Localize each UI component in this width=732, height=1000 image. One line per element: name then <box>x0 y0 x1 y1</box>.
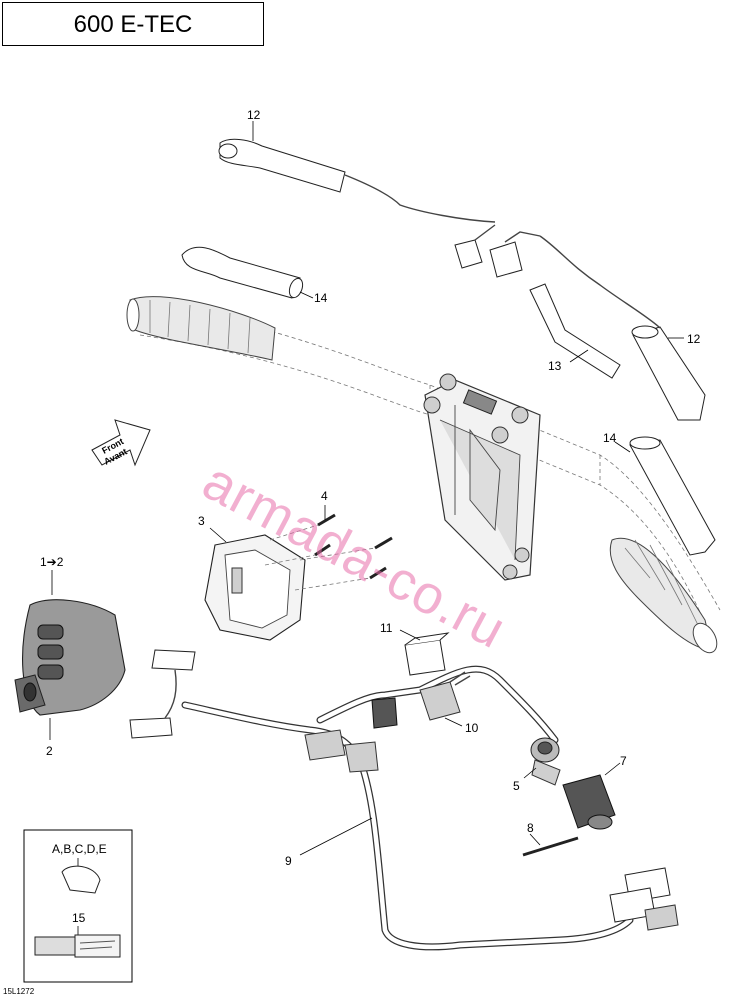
handlebar-riser <box>423 373 541 581</box>
callout-12-top: 12 <box>247 108 261 122</box>
heater-connectors <box>454 224 541 278</box>
callout-7: 7 <box>620 754 627 768</box>
front-direction-arrow: Front Avant <box>91 419 151 467</box>
switch-connectors <box>129 649 196 739</box>
part-4-screws: 4 <box>264 489 393 591</box>
callout-3: 3 <box>198 514 205 528</box>
harness-end-connectors <box>609 867 679 931</box>
part-13-bracket: 13 <box>529 283 621 379</box>
kit-label-bottom: 15 <box>72 911 86 925</box>
part-12-left-heater: 12 <box>218 108 496 223</box>
kit-box: A,B,C,D,E 15 <box>23 829 133 983</box>
callout-14-top: 14 <box>314 291 328 305</box>
part-9-wiring-harness: 9 <box>181 665 634 951</box>
part-3-housing: 3 <box>198 514 306 641</box>
callout-8: 8 <box>527 821 534 835</box>
part-8-pin: 8 <box>522 821 579 857</box>
part-14-right-tube: 14 <box>603 431 716 556</box>
part-7-cover: 7 <box>562 754 627 830</box>
part-5-sensor: 5 <box>513 737 561 793</box>
callout-12-right: 12 <box>687 332 701 346</box>
callout-4: 4 <box>321 489 328 503</box>
callout-9: 9 <box>285 854 292 868</box>
part-14-left-tube: 14 <box>181 246 328 305</box>
part-12-right-heater: 12 <box>539 235 706 421</box>
callout-10: 10 <box>465 721 479 735</box>
page-title: 600 E-TEC <box>73 11 193 38</box>
part-11-relay: 11 <box>380 621 450 676</box>
callout-13: 13 <box>548 359 562 373</box>
drawing-code: 15L1272 <box>3 987 35 996</box>
kit-label-top: A,B,C,D,E <box>52 842 107 856</box>
callout-14-right: 14 <box>603 431 617 445</box>
callout-2: 2 <box>46 744 53 758</box>
callout-11: 11 <box>380 621 393 635</box>
callout-1-to-2: 1➔2 <box>40 555 64 569</box>
title-box: 600 E-TEC <box>2 2 264 46</box>
callout-5: 5 <box>513 779 520 793</box>
part-10-connector: 10 <box>419 671 479 735</box>
left-grip <box>126 296 276 361</box>
right-grip <box>609 537 718 654</box>
part-1-switch-assembly: 1➔2 2 <box>14 555 126 758</box>
